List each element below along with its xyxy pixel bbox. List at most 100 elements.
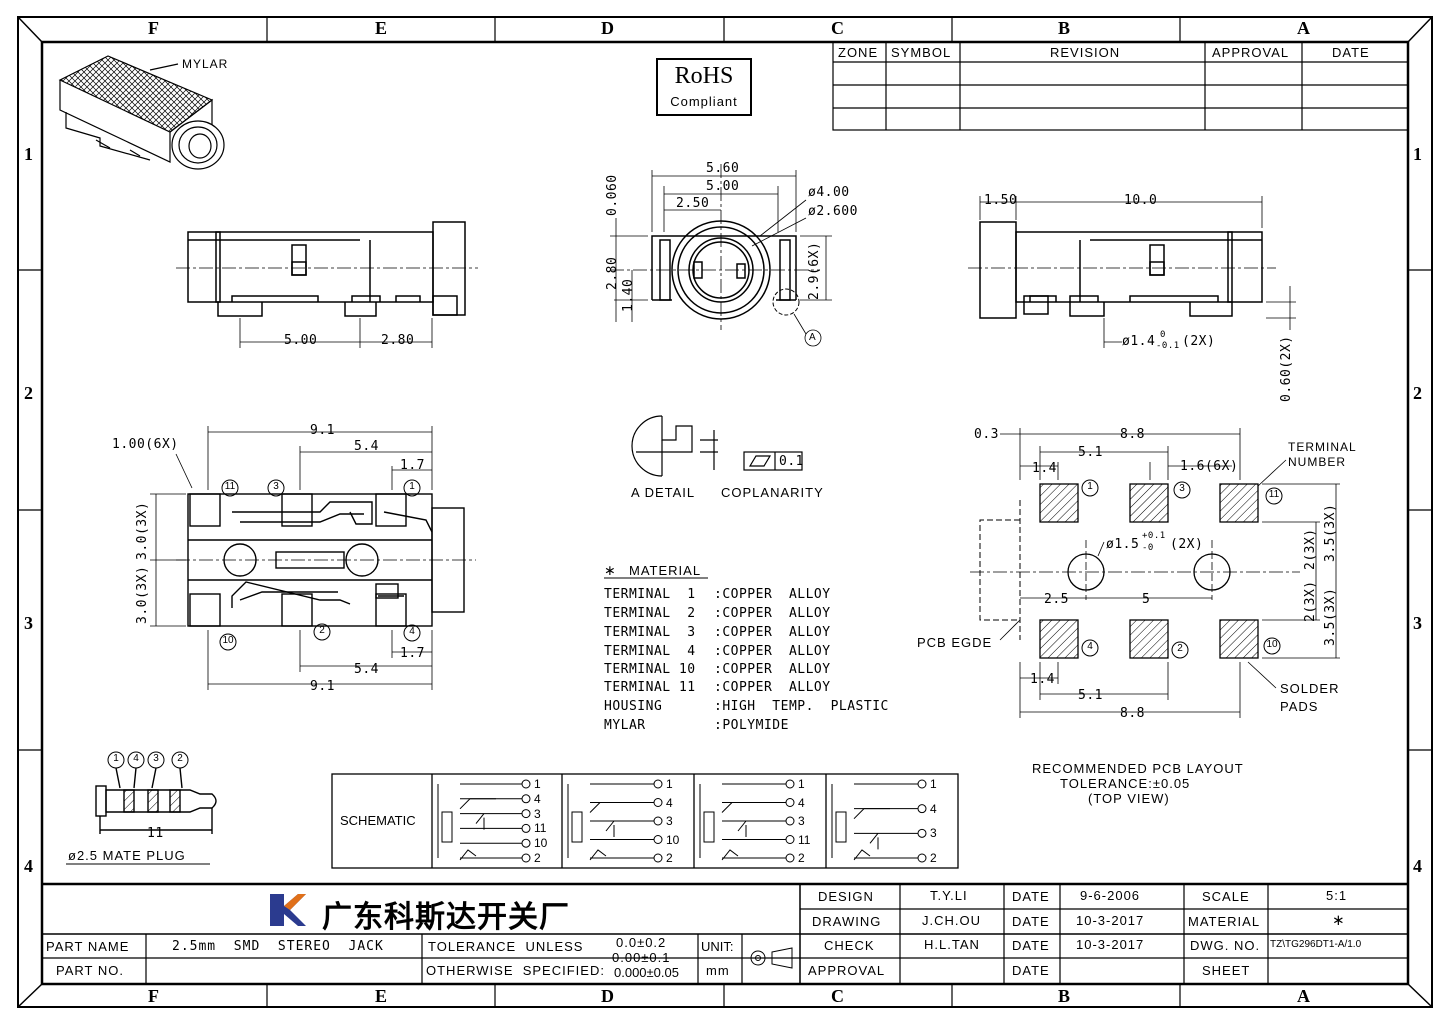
pcb-layout-dims bbox=[999, 428, 1340, 718]
terminal-circle-plug bbox=[127, 751, 145, 769]
terminal-circle-plug bbox=[147, 751, 165, 769]
dim-pcb-5: 5 bbox=[1142, 592, 1151, 607]
dim-pcb-14a: 1.4 bbox=[1032, 461, 1057, 476]
material-field-label: MATERIAL bbox=[1188, 914, 1261, 929]
isometric-view bbox=[58, 55, 225, 170]
mylar-label: MYLAR bbox=[182, 57, 229, 71]
schematic-pin-number: 4 bbox=[534, 791, 541, 806]
zone-row-4-left: 4 bbox=[24, 856, 33, 876]
detail-a bbox=[631, 415, 803, 477]
schematic-pin-terminal bbox=[917, 853, 927, 863]
material-row-value: :POLYMIDE bbox=[714, 718, 789, 733]
rev-header-revision: REVISION bbox=[1050, 45, 1121, 60]
dim-pcb-51a: 5.1 bbox=[1078, 445, 1103, 460]
schematic-pin-number: 1 bbox=[534, 777, 541, 791]
dim-top-54b: 5.4 bbox=[354, 662, 379, 677]
schematic-jack-body bbox=[571, 811, 583, 843]
dim-side-280: 2.80 bbox=[381, 333, 415, 348]
part-name-label: PART NAME bbox=[46, 939, 130, 954]
dim-pcb-35a: 3.5(3X) bbox=[1323, 503, 1338, 562]
schematic-pin-number: 10 bbox=[534, 836, 548, 851]
schematic-pin-terminal bbox=[653, 816, 663, 826]
schematic-contact-spring bbox=[721, 802, 758, 861]
zone-col-e-bottom: E bbox=[375, 986, 388, 1006]
check-label: CHECK bbox=[824, 938, 875, 953]
a-detail-label: A DETAIL bbox=[631, 485, 696, 500]
terminal-circle-pcb bbox=[1173, 481, 1191, 499]
zone-col-d-top: D bbox=[601, 18, 614, 38]
top-view-dims bbox=[150, 426, 433, 690]
rev-header-zone: ZONE bbox=[838, 45, 879, 60]
schematic-pin-terminal bbox=[521, 794, 531, 804]
dim-right-d14-tol-up: 0 bbox=[1160, 330, 1166, 340]
dwg-no-label: DWG. NO. bbox=[1190, 938, 1261, 953]
sheet-border bbox=[17, 16, 1433, 1008]
tolerance-label-1: TOLERANCE UNLESS bbox=[428, 939, 584, 954]
terminal-number-label-2: NUMBER bbox=[1288, 455, 1347, 469]
schematic-pin-number: 2 bbox=[534, 851, 541, 865]
material-row-name: MYLAR bbox=[604, 718, 646, 733]
terminal-circle-number: 11 bbox=[224, 481, 236, 492]
date-label-4: DATE bbox=[1012, 963, 1050, 978]
schematic-pin-number: 2 bbox=[666, 851, 673, 865]
material-row-value: :COPPER ALLOY bbox=[714, 625, 831, 640]
schematic-pin-terminal bbox=[521, 779, 531, 789]
date-label-3: DATE bbox=[1012, 938, 1050, 953]
terminal-circle-pcb bbox=[1171, 641, 1189, 659]
zone-col-a-bottom: A bbox=[1297, 986, 1310, 1006]
zone-col-c-top: C bbox=[831, 18, 844, 38]
dim-top-17b: 1.7 bbox=[400, 646, 425, 661]
material-row-name: HOUSING bbox=[604, 699, 663, 714]
dwg-no-value: TZ\TG296DT1-A/1.0 bbox=[1270, 939, 1362, 950]
terminal-circle-number: 3 bbox=[153, 753, 159, 764]
schematic-table bbox=[331, 773, 959, 869]
zone-row-2-right: 2 bbox=[1413, 383, 1422, 403]
terminal-circle-number: 1 bbox=[409, 481, 415, 492]
zone-col-d-bottom: D bbox=[601, 986, 614, 1006]
zone-row-2-left: 2 bbox=[24, 383, 33, 403]
coplanarity-value: 0.1 bbox=[779, 454, 804, 469]
material-row-name: TERMINAL 1 bbox=[604, 587, 696, 602]
zone-row-1-right: 1 bbox=[1413, 144, 1422, 164]
title-block bbox=[42, 882, 1408, 984]
material-row-value: :COPPER ALLOY bbox=[714, 644, 831, 659]
terminal-circle-top_view bbox=[313, 623, 331, 641]
terminal-circle-number: 1 bbox=[113, 753, 119, 764]
zone-row-4-right: 4 bbox=[1413, 856, 1422, 876]
company-name: 广东科斯达开关厂 bbox=[322, 900, 570, 935]
dim-front-140: 1.40 bbox=[621, 278, 636, 312]
tolerance-label-2: OTHERWISE SPECIFIED: bbox=[426, 963, 605, 978]
tolerance-value-1: 0.0±0.2 bbox=[616, 935, 667, 950]
schematic-pin-terminal bbox=[521, 838, 531, 848]
material-row-name: TERMINAL 11 bbox=[604, 680, 696, 695]
material-row-name: TERMINAL 3 bbox=[604, 625, 696, 640]
dim-pcb-16: 1.6(6X) bbox=[1180, 459, 1239, 474]
terminal-circle-plug bbox=[107, 751, 125, 769]
schematic-pin-terminal bbox=[785, 835, 795, 844]
schematic-pin-number: 4 bbox=[930, 801, 937, 816]
dim-front-250: 2.50 bbox=[676, 196, 710, 211]
terminal-circle-top_view bbox=[403, 624, 421, 642]
zone-col-f-top: F bbox=[148, 18, 159, 38]
schematic-pin-number: 10 bbox=[666, 832, 680, 847]
dim-top-100: 1.00(6X) bbox=[112, 437, 179, 452]
schematic-pin-terminal bbox=[785, 798, 795, 807]
terminal-circle-pcb bbox=[1081, 639, 1099, 657]
zone-row-1-left: 1 bbox=[24, 144, 33, 164]
dim-front-d400: ø4.00 bbox=[808, 185, 850, 200]
schematic-contact-spring bbox=[853, 808, 890, 861]
dim-pcb-88a: 8.8 bbox=[1120, 427, 1145, 442]
terminal-circle-number: 10 bbox=[222, 635, 234, 646]
material-row-name: TERMINAL 10 bbox=[604, 662, 696, 677]
dim-right-d14-tol-dn: -0.1 bbox=[1156, 341, 1180, 351]
terminal-circle-number: 11 bbox=[1268, 489, 1280, 500]
solder-label: SOLDER bbox=[1280, 681, 1340, 696]
material-star: ∗ bbox=[604, 562, 617, 578]
dim-pcb-51b: 5.1 bbox=[1078, 688, 1103, 703]
sheet-label: SHEET bbox=[1202, 963, 1251, 978]
dim-right-100: 10.0 bbox=[1124, 193, 1158, 208]
check-value: H.L.TAN bbox=[924, 937, 980, 952]
dim-pcb-d15-suffix: (2X) bbox=[1170, 537, 1204, 552]
